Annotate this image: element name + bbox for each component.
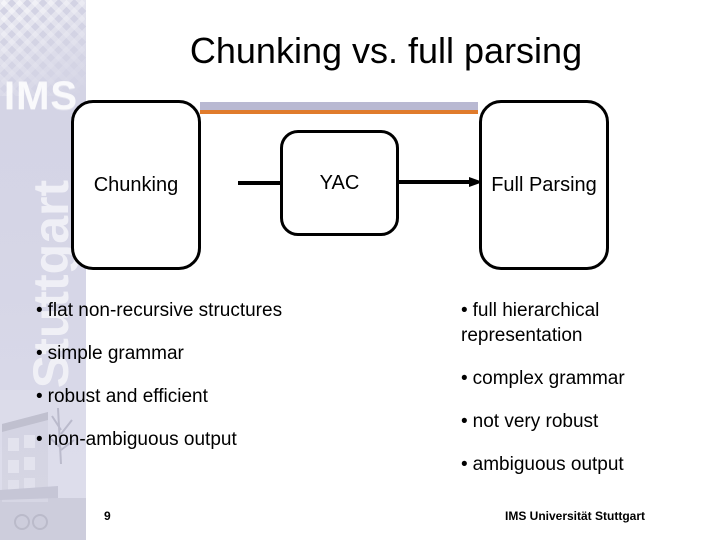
bullet-dot-icon: • bbox=[461, 368, 468, 389]
bullet-dot-icon: • bbox=[461, 411, 468, 432]
list-item-label: flat non-recursive structures bbox=[47, 300, 283, 321]
list-item-label: simple grammar bbox=[47, 343, 184, 364]
list-item: •non-ambiguous output bbox=[36, 427, 326, 452]
connector-chunking-to-yac bbox=[238, 181, 286, 185]
arrow-right-icon bbox=[395, 177, 483, 187]
divider-lavender-band bbox=[200, 102, 478, 110]
page-number: 9 bbox=[104, 509, 111, 523]
decorative-sidebar: IMS Stuttgart bbox=[0, 0, 86, 540]
list-item: •complex grammar bbox=[461, 366, 711, 391]
footer-organization-label: IMS Universität Stuttgart bbox=[504, 509, 645, 523]
list-item-label: non-ambiguous output bbox=[47, 429, 237, 450]
list-item-label: full hierarchical representation bbox=[461, 300, 600, 346]
list-item: •full hierarchical representation bbox=[461, 298, 711, 348]
flow-box-chunking-label: Chunking bbox=[93, 173, 179, 196]
flow-box-full-parsing[interactable]: Full Parsing bbox=[479, 100, 609, 270]
building-photo-watermark bbox=[0, 390, 86, 540]
bullet-list-chunking: •flat non-recursive structures •simple g… bbox=[36, 298, 326, 470]
ims-watermark-label: IMS bbox=[4, 74, 79, 118]
list-item: •robust and efficient bbox=[36, 384, 326, 409]
list-item: •flat non-recursive structures bbox=[36, 298, 326, 323]
diamond-pattern-icon bbox=[0, 0, 86, 96]
flow-box-full-parsing-label: Full Parsing bbox=[491, 173, 597, 196]
flow-box-yac[interactable]: YAC bbox=[280, 130, 399, 236]
list-item: •simple grammar bbox=[36, 341, 326, 366]
bullet-dot-icon: • bbox=[36, 300, 43, 321]
list-item: •not very robust bbox=[461, 409, 711, 434]
bullet-dot-icon: • bbox=[36, 386, 43, 407]
connector-yac-to-full-parsing bbox=[395, 173, 485, 193]
bullet-list-full-parsing: •full hierarchical representation •compl… bbox=[461, 298, 711, 495]
list-item-label: ambiguous output bbox=[472, 454, 624, 475]
divider-orange-stripe bbox=[200, 110, 478, 114]
list-item: •ambiguous output bbox=[461, 452, 711, 477]
flow-box-yac-label: YAC bbox=[319, 171, 360, 194]
building-photo-icon bbox=[0, 390, 86, 540]
list-item-label: robust and efficient bbox=[47, 386, 208, 407]
flow-box-chunking[interactable]: Chunking bbox=[71, 100, 201, 270]
bullet-dot-icon: • bbox=[461, 454, 468, 475]
bullet-dot-icon: • bbox=[36, 429, 43, 450]
bullet-dot-icon: • bbox=[36, 343, 43, 364]
slide-title: Chunking vs. full parsing bbox=[189, 30, 583, 71]
title-divider-bar bbox=[200, 102, 478, 114]
list-item-label: complex grammar bbox=[472, 368, 625, 389]
bullet-dot-icon: • bbox=[461, 300, 468, 321]
list-item-label: not very robust bbox=[472, 411, 599, 432]
